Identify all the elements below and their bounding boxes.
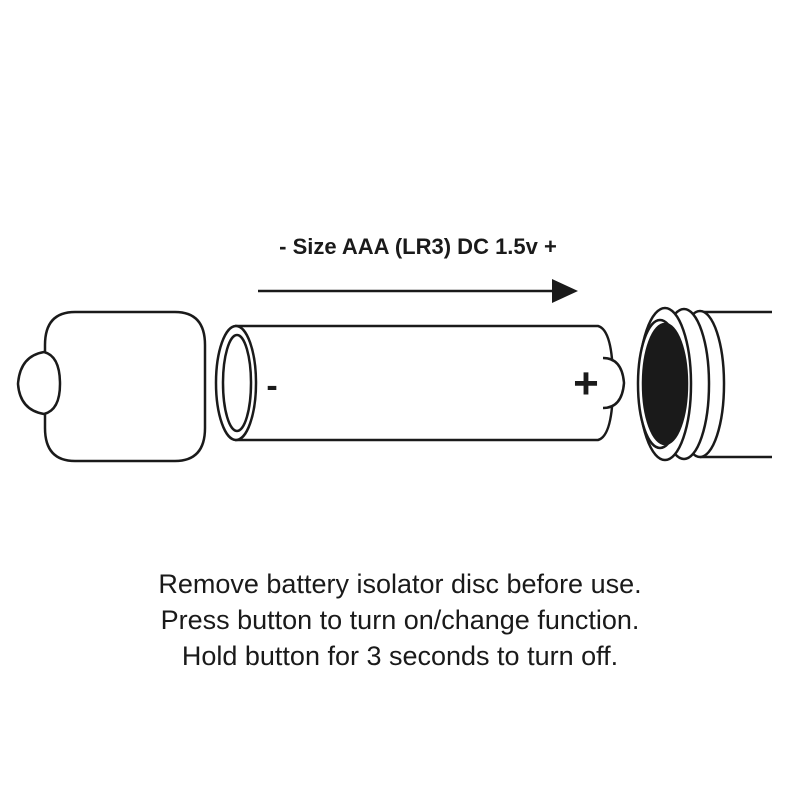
device-body <box>636 306 772 462</box>
end-cap <box>16 310 207 463</box>
usage-instructions: Remove battery isolator disc before use.… <box>0 566 800 674</box>
battery-negative-symbol: - <box>266 367 277 405</box>
instruction-line: Remove battery isolator disc before use. <box>158 569 642 599</box>
instruction-line: Press button to turn on/change function. <box>160 605 640 635</box>
aaa-battery <box>214 324 626 442</box>
right-arrow-icon <box>258 279 578 303</box>
instruction-line: Hold button for 3 seconds to turn off. <box>181 641 619 671</box>
battery-size-label: - Size AAA (LR3) DC 1.5v + <box>279 234 557 259</box>
battery-positive-terminal <box>602 356 626 410</box>
battery-positive-symbol: + <box>573 359 599 408</box>
